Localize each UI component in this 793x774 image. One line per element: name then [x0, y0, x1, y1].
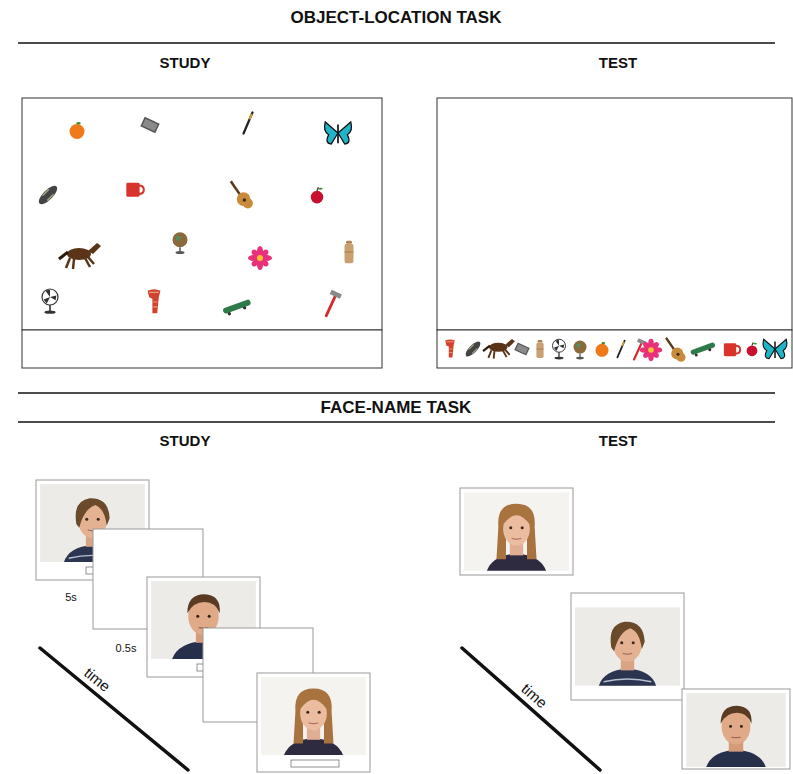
section-title: FACE-NAME TASK [321, 399, 472, 418]
duration-label: 0.5s [116, 642, 137, 654]
duration-label: 5s [65, 591, 77, 603]
column-heading: STUDY [160, 433, 211, 450]
column-heading: STUDY [160, 55, 211, 72]
section-title: OBJECT-LOCATION TASK [291, 9, 502, 28]
time-axis-label: time [518, 680, 550, 711]
column-heading: TEST [599, 55, 637, 72]
column-heading: TEST [599, 433, 637, 450]
time-axis-label: time [81, 665, 113, 696]
